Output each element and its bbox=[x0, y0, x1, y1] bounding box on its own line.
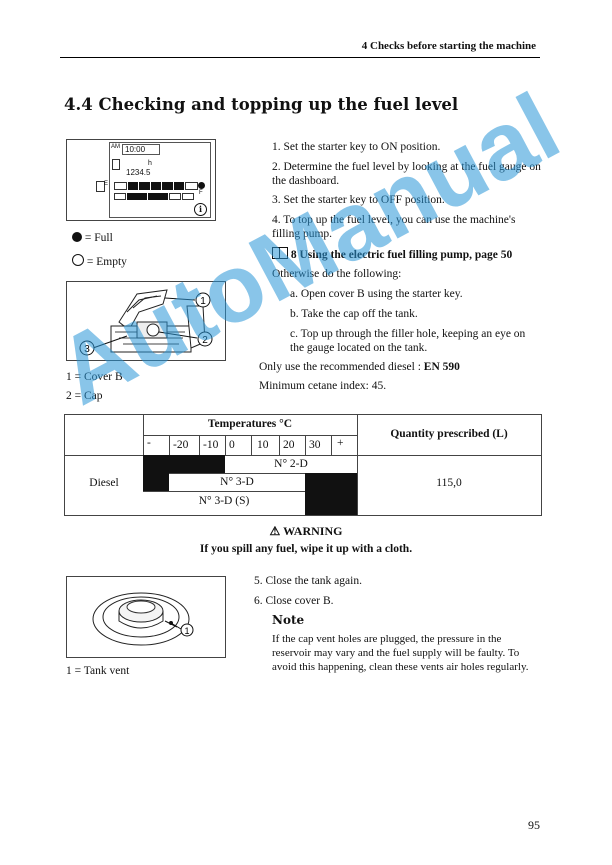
range-block-3d-right bbox=[305, 473, 357, 515]
fuel-full-icon bbox=[72, 232, 82, 242]
fuel-type: Diesel bbox=[89, 477, 119, 489]
cross-reference[interactable]: 8 Using the electric fuel filling pump, … bbox=[272, 247, 544, 262]
temp-m10: -10 bbox=[203, 439, 219, 451]
section-title: 4.4 Checking and topping up the fuel lev… bbox=[64, 95, 459, 114]
svg-text:1: 1 bbox=[184, 626, 189, 636]
temp-10: 10 bbox=[257, 439, 269, 451]
note-title: Note bbox=[272, 613, 305, 627]
svg-text:3: 3 bbox=[84, 344, 90, 355]
caption-cover-b: 1 = Cover B bbox=[66, 371, 123, 383]
warning-title: ⚠ WARNING bbox=[269, 524, 343, 538]
temp-0: 0 bbox=[229, 439, 235, 451]
caption-tank-vent: 1 = Tank vent bbox=[66, 665, 130, 677]
step-4: 4. To top up the fuel level, you can use… bbox=[272, 214, 516, 240]
temp-20: 20 bbox=[283, 439, 295, 451]
step-6: 6. Close cover B. bbox=[254, 595, 334, 607]
dashboard-display: AM 10:00 h 1234.5 E F i bbox=[96, 142, 211, 218]
note-body: If the cap vent holes are plugged, the p… bbox=[272, 633, 529, 673]
diesel-note: Only use the recommended diesel : EN 590 bbox=[259, 361, 460, 373]
grade-2d: N° 2-D bbox=[274, 458, 308, 470]
step-1: 1. Set the starter key to ON position. bbox=[272, 141, 441, 153]
diesel-standard: EN 590 bbox=[423, 361, 460, 373]
clock-am-label: AM bbox=[111, 144, 120, 150]
callout-2: 2 bbox=[197, 331, 213, 347]
temp-30: 30 bbox=[309, 439, 321, 451]
temp-m20: -20 bbox=[173, 439, 189, 451]
legend-empty: = Empty bbox=[72, 254, 127, 268]
substep-b: b. Take the cap off the tank. bbox=[290, 308, 418, 320]
warning-text: If you spill any fuel, wipe it up with a… bbox=[199, 543, 413, 555]
otherwise-text: Otherwise do the following: bbox=[272, 268, 402, 280]
fuel-table: Temperatures °C - -20 -10 0 10 20 30 + Q… bbox=[64, 414, 542, 516]
cover-illustration: 1 2 3 bbox=[79, 289, 213, 356]
tank-cap-illustration: 1 bbox=[92, 592, 194, 646]
step-2: 2. Determine the fuel level by looking a… bbox=[272, 161, 541, 187]
warning-triangle-icon: ⚠ bbox=[269, 524, 281, 538]
step-3: 3. Set the starter key to OFF position. bbox=[272, 194, 445, 206]
temp-plus: + bbox=[337, 437, 344, 449]
fuel-full-label: F bbox=[199, 190, 203, 196]
running-header: 4 Checks before starting the machine bbox=[361, 40, 536, 52]
qty-header: Quantity prescribed (L) bbox=[390, 428, 508, 440]
substep-a: a. Open cover B using the starter key. bbox=[290, 288, 463, 300]
step-5: 5. Close the tank again. bbox=[254, 575, 362, 587]
tank-vent-figure: 1 bbox=[66, 576, 226, 658]
callout-3: 3 bbox=[79, 340, 95, 356]
page-number: 95 bbox=[528, 818, 540, 832]
grade-3d-s: N° 3-D (S) bbox=[198, 495, 250, 507]
hours-unit: h bbox=[148, 160, 152, 167]
grade-3d: N° 3-D bbox=[220, 476, 254, 488]
hourglass-icon bbox=[112, 159, 120, 170]
svg-text:2: 2 bbox=[202, 335, 208, 346]
fuel-pump-icon bbox=[96, 181, 105, 192]
fuel-empty-icon bbox=[72, 254, 84, 266]
fuel-empty-label: E bbox=[104, 181, 109, 187]
range-block-3d-left bbox=[143, 473, 169, 491]
hours-readout: 1234.5 bbox=[126, 168, 151, 177]
book-icon bbox=[272, 247, 288, 259]
fuel-full-dot-icon bbox=[198, 182, 205, 189]
callout-1: 1 bbox=[195, 292, 211, 308]
dashboard-figure: AM 10:00 h 1234.5 E F i bbox=[66, 139, 216, 221]
caption-cap: 2 = Cap bbox=[66, 390, 103, 402]
svg-text:1: 1 bbox=[200, 296, 206, 307]
substep-c: c. Top up through the filler hole, keepi… bbox=[290, 328, 526, 354]
header-rule bbox=[60, 57, 540, 58]
clock-readout: 10:00 bbox=[122, 144, 161, 155]
cover-figure: 1 2 3 bbox=[66, 281, 226, 361]
temp-gauge bbox=[114, 193, 194, 200]
legend-full: = Full bbox=[72, 232, 113, 244]
cetane-note: Minimum cetane index: 45. bbox=[259, 380, 387, 392]
callout-vent: 1 bbox=[180, 623, 194, 637]
range-block-2d bbox=[143, 455, 225, 473]
temp-minus: - bbox=[147, 437, 151, 449]
temp-header: Temperatures °C bbox=[207, 418, 293, 430]
quantity-value: 115,0 bbox=[436, 477, 462, 489]
fuel-gauge bbox=[114, 182, 199, 190]
info-icon: i bbox=[194, 203, 207, 216]
